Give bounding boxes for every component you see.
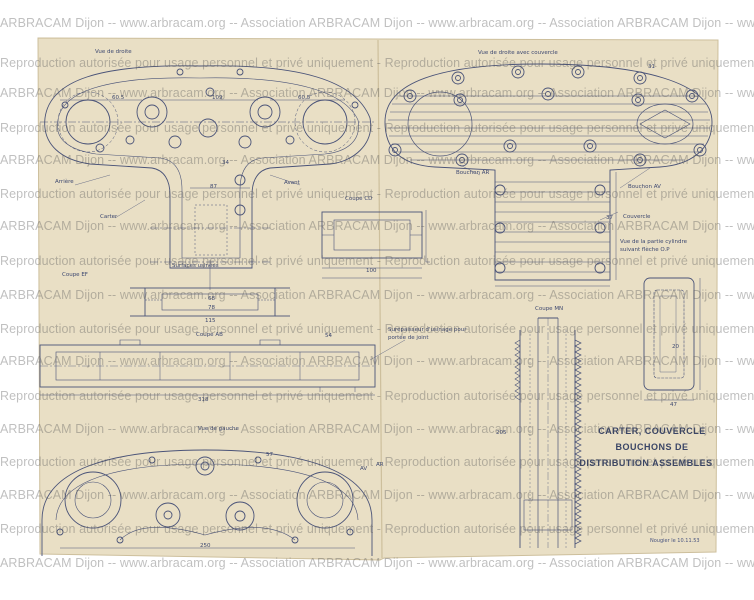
left-view-bore-front bbox=[296, 471, 354, 529]
cover-bolts bbox=[388, 65, 707, 274]
right-view-inner bbox=[57, 77, 359, 259]
dim-60-5-right: 60.5 bbox=[298, 95, 311, 101]
section-ef-body bbox=[144, 287, 276, 317]
label-surepaisseur: Surépaisseur d'usinage pour portée de jo… bbox=[388, 327, 467, 341]
paper-fold bbox=[377, 39, 383, 559]
cover-right-dome bbox=[636, 103, 694, 145]
dim-109: 109 bbox=[212, 95, 223, 101]
dim-68: 68 bbox=[208, 296, 215, 302]
section-mn-title: Coupe MN bbox=[535, 306, 564, 312]
title-line-1: CARTER, COUVERCLE bbox=[598, 426, 706, 436]
cover-view-title: Vue de droite avec couvercle bbox=[478, 50, 558, 56]
left-view-outline bbox=[41, 449, 373, 556]
right-view-outline bbox=[44, 65, 372, 269]
dim-57: 57 bbox=[266, 452, 273, 458]
section-ef-title: Coupe EF bbox=[62, 272, 88, 278]
label-av: AV bbox=[360, 466, 368, 472]
cylinder-view-title: Vue de la partie cylindre suivant flèche… bbox=[620, 239, 688, 253]
label-arriere: Arrière bbox=[55, 179, 74, 185]
dim-87: 87 bbox=[210, 184, 217, 190]
drawing-lines bbox=[39, 63, 713, 556]
cover-left-dome bbox=[407, 91, 473, 157]
label-ar: AR bbox=[376, 462, 384, 468]
right-view-title: Vue de droite bbox=[95, 49, 132, 55]
dim-54: 54 bbox=[325, 333, 332, 339]
dim-20: 20 bbox=[672, 344, 679, 350]
dim-37: 37 bbox=[606, 215, 613, 221]
section-mn bbox=[514, 317, 582, 548]
cover-view-outline bbox=[384, 63, 713, 281]
dim-100: 100 bbox=[366, 268, 377, 274]
section-cd-title: Coupe CD bbox=[345, 196, 373, 202]
dim-250: 250 bbox=[200, 543, 211, 549]
dim-115: 115 bbox=[205, 318, 216, 324]
label-bouchon-ar: Bouchon AR bbox=[456, 170, 490, 176]
left-view-bore-rear bbox=[64, 471, 122, 529]
section-ab-title: Coupe AB bbox=[196, 332, 223, 338]
cylinder-fins bbox=[495, 181, 610, 273]
dim-31: 31 bbox=[648, 64, 655, 70]
title-line-2: BOUCHONS DE bbox=[615, 442, 689, 452]
dim-47: 47 bbox=[670, 402, 677, 408]
label-couvercle: Couvercle bbox=[623, 214, 651, 220]
label-carter: Carter bbox=[100, 214, 118, 220]
dim-205: 205 bbox=[496, 430, 507, 436]
label-surfaces: Surfaces usinées bbox=[172, 263, 219, 269]
title-line-3: DISTRIBUTION ASSEMBLES bbox=[579, 458, 713, 468]
dim-78: 78 bbox=[208, 305, 215, 311]
label-avant: Avant bbox=[284, 180, 300, 186]
paper-sheet bbox=[37, 37, 719, 561]
dim-60-5-left: 60.5 bbox=[112, 95, 125, 101]
signature: Nougier le 10.11.53 bbox=[650, 538, 700, 544]
cylinder-view-outer bbox=[643, 277, 695, 391]
left-view-title: Vue de gauche bbox=[198, 426, 239, 432]
dim-34: 34 bbox=[222, 160, 229, 166]
label-bouchon-av: Bouchon AV bbox=[628, 184, 661, 190]
dim-318: 318 bbox=[198, 397, 209, 403]
